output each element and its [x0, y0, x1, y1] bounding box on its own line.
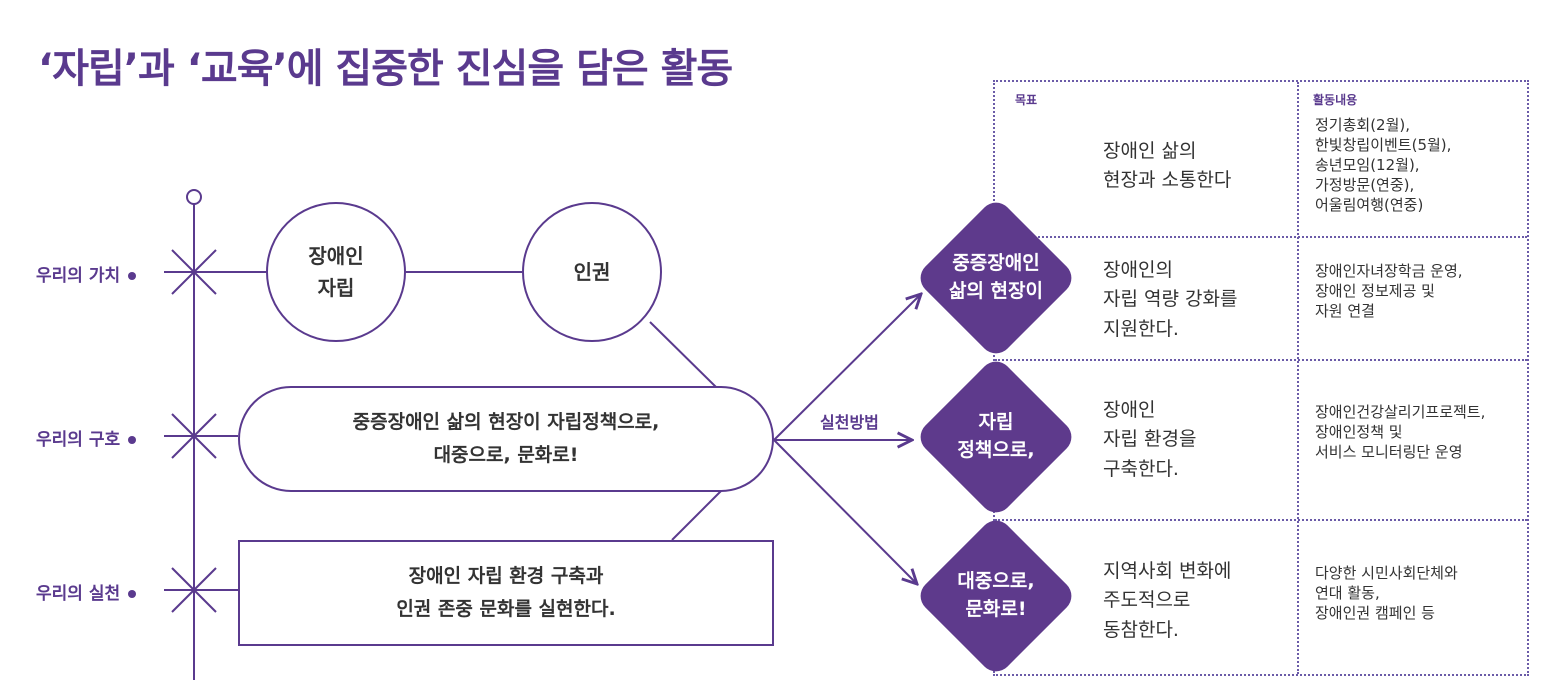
row-label-value-text: 우리의 가치: [36, 266, 121, 286]
row-label-practice-text: 우리의 실천: [36, 584, 121, 604]
arrow-to-diamond-1: [773, 294, 921, 441]
goal-header: 목표: [1015, 93, 1038, 107]
activity-text: 장애인건강살리기프로젝트, 장애인정책 및 서비스 모니터링단 운영: [1315, 403, 1485, 463]
bullet-dot: [128, 272, 137, 280]
activity-header: 활동내용: [1313, 93, 1358, 107]
asterisk-value: [164, 249, 230, 295]
diamond-label: 자립 정책으로,: [916, 357, 1076, 517]
row-divider: [995, 359, 1527, 361]
goal-text: 장애인 삶의 현장과 소통한다: [1103, 137, 1231, 196]
activity-line: 장애인정책 및: [1315, 422, 1403, 441]
goals-activities-table: 목표 활동내용 장애인 삶의 현장과 소통한다 정기총회(2월), 한빛창립이벤…: [993, 80, 1529, 676]
diamond-line: 삶의 현장이: [948, 280, 1043, 302]
goal-line: 주도적으로: [1103, 589, 1191, 612]
value-circle-human-rights: 인권: [522, 202, 662, 342]
diamond-line: 자립: [978, 411, 1014, 434]
diamond-label: 중증장애인 삶의 현장이: [916, 198, 1076, 358]
activity-line: 송년모임(12월),: [1315, 155, 1420, 174]
goal-text: 장애인 자립 환경을 구축한다.: [1103, 396, 1196, 484]
activity-line: 서비스 모니터링단 운영: [1315, 442, 1463, 461]
diamond-public-culture: 대중으로, 문화로!: [913, 513, 1079, 679]
page-title: ‘자립’과 ‘교육’에 집중한 진심을 담은 활동: [38, 46, 733, 92]
line-pill-to-rect: [671, 489, 723, 541]
activity-line: 다양한 시민사회단체와: [1315, 564, 1458, 582]
asterisk-slogan: [164, 413, 238, 459]
diamond-field-of-life: 중증장애인 삶의 현장이: [913, 195, 1079, 361]
diamond-label: 대중으로, 문화로!: [916, 516, 1076, 676]
activity-line: 장애인권 캠페인 등: [1315, 603, 1435, 622]
slogan-box: 중증장애인 삶의 현장이 자립정책으로, 대중으로, 문화로!: [238, 386, 774, 492]
goal-line: 자립 환경을: [1103, 428, 1197, 451]
row-label-practice: 우리의 실천: [36, 579, 137, 604]
goal-line: 동참한다.: [1103, 618, 1179, 641]
value-circle-independence: 장애인 자립: [266, 202, 406, 342]
activity-line: 가정방문(연중),: [1315, 175, 1415, 194]
diamond-policy: 자립 정책으로,: [913, 354, 1079, 520]
diamond-line: 대중으로,: [957, 570, 1035, 593]
activity-line: 한빛창립이벤트(5월),: [1315, 135, 1452, 154]
row-label-slogan: 우리의 구호: [36, 425, 137, 450]
activity-line: 어울림여행(연중): [1315, 195, 1424, 214]
diamond-line: 정책으로,: [957, 439, 1035, 461]
activity-text: 다양한 시민사회단체와 연대 활동, 장애인권 캠페인 등: [1315, 564, 1458, 624]
slogan-line-1: 중증장애인 삶의 현장이 자립정책으로,: [352, 410, 660, 433]
goal-line: 지원한다.: [1103, 317, 1179, 340]
activity-line: 연대 활동,: [1315, 583, 1380, 602]
activity-line: 자원 연결: [1315, 301, 1375, 320]
goal-line: 현장과 소통한다: [1103, 169, 1232, 192]
slogan-line-2: 대중으로, 문화로!: [433, 444, 579, 466]
diamond-line: 문화로!: [965, 598, 1027, 620]
practice-line-1: 장애인 자립 환경 구축과: [408, 564, 604, 587]
activity-line: 장애인건강살리기프로젝트,: [1315, 403, 1486, 421]
practice-line-2: 인권 존중 문화를 실현한다.: [396, 598, 616, 620]
activity-line: 정기총회(2월),: [1315, 116, 1411, 134]
axis-top-circle: [186, 189, 202, 205]
goal-line: 구축한다.: [1103, 457, 1179, 480]
diamond-line: 중증장애인: [952, 252, 1040, 275]
arrow-to-diamond-3: [773, 439, 917, 584]
activity-line: 장애인 정보제공 및: [1315, 281, 1435, 300]
row-label-value: 우리의 가치: [36, 261, 137, 286]
activity-line: 장애인자녀장학금 운영,: [1315, 262, 1463, 280]
practice-box: 장애인 자립 환경 구축과 인권 존중 문화를 실현한다.: [238, 540, 774, 646]
activity-text: 장애인자녀장학금 운영, 장애인 정보제공 및 자원 연결: [1315, 262, 1463, 322]
goal-line: 장애인의: [1103, 259, 1173, 281]
goal-line: 지역사회 변화에: [1103, 560, 1232, 582]
column-divider: [1297, 82, 1299, 674]
goal-text: 지역사회 변화에 주도적으로 동참한다.: [1103, 557, 1231, 645]
goal-text: 장애인의 자립 역량 강화를 지원한다.: [1103, 256, 1237, 344]
asterisk-practice: [164, 567, 238, 613]
row-divider: [995, 519, 1527, 521]
line-circle-to-pill: [649, 321, 718, 389]
goal-line: 장애인: [1103, 399, 1156, 421]
bullet-dot: [128, 590, 137, 598]
activity-text: 정기총회(2월), 한빛창립이벤트(5월), 송년모임(12월), 가정방문(연…: [1315, 116, 1451, 216]
practice-method-label: 실천방법: [820, 413, 879, 432]
row-divider: [995, 236, 1527, 238]
row-label-slogan-text: 우리의 구호: [36, 430, 121, 450]
goal-line: 장애인 삶의: [1103, 140, 1197, 162]
bullet-dot: [128, 436, 137, 444]
goal-line: 자립 역량 강화를: [1103, 288, 1238, 311]
